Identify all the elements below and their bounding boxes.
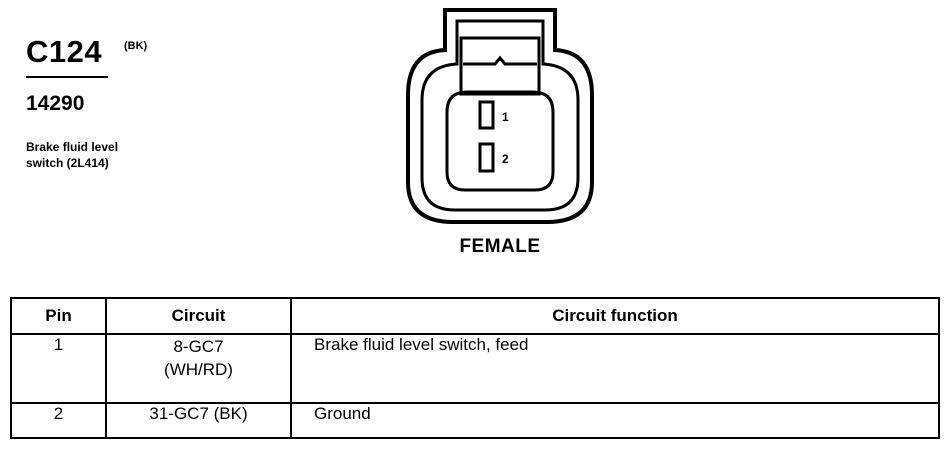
locking-latch <box>459 36 541 96</box>
part-number: 14290 <box>26 92 85 115</box>
function-cell: Ground <box>290 401 940 440</box>
function-cell: Brake fluid level switch, feed <box>290 333 940 404</box>
circuit-cell: 8-GC7 (WH/RD) <box>105 333 292 404</box>
terminal-housing <box>445 90 555 192</box>
pin-1-label: 1 <box>502 110 509 124</box>
header-pin: Pin <box>10 297 107 335</box>
header-circuit: Circuit <box>105 297 292 335</box>
table-row: 1 8-GC7 (WH/RD) Brake fluid level switch… <box>10 333 940 404</box>
table-row: 2 31-GC7 (BK) Ground <box>10 401 940 440</box>
circuit-id: 31-GC7 (BK) <box>149 403 248 423</box>
table-header-row: Pin Circuit Circuit function <box>10 297 940 335</box>
pin-2-terminal <box>478 142 495 173</box>
latch-ridge <box>463 55 537 66</box>
connector-outer-shell <box>406 8 594 224</box>
description-line: Brake fluid level <box>26 140 119 154</box>
pin-cell: 1 <box>10 333 107 404</box>
header-circuit-function: Circuit function <box>290 297 940 335</box>
circuit-color: (WH/RD) <box>164 360 233 379</box>
circuit-cell: 31-GC7 (BK) <box>105 401 292 440</box>
connector-color: (BK) <box>124 40 148 52</box>
pinout-table: Pin Circuit Circuit function 1 8-GC7 (WH… <box>10 297 940 440</box>
description-line: switch (2L414) <box>26 156 109 170</box>
connector-code: C124 <box>26 34 103 69</box>
circuit-id: 8-GC7 <box>173 337 224 356</box>
connector-description: Brake fluid level switch (2L414) <box>26 139 176 171</box>
pin-1-terminal <box>478 100 495 130</box>
pin-2-label: 2 <box>502 152 509 166</box>
connector-header: C124 (BK) <box>26 34 147 69</box>
connector-face-diagram: 1 2 <box>406 8 594 224</box>
pin-cell: 2 <box>10 401 107 440</box>
connector-gender: FEMALE <box>459 236 541 257</box>
connector-inner-shell <box>420 19 580 212</box>
header-divider <box>26 76 108 78</box>
